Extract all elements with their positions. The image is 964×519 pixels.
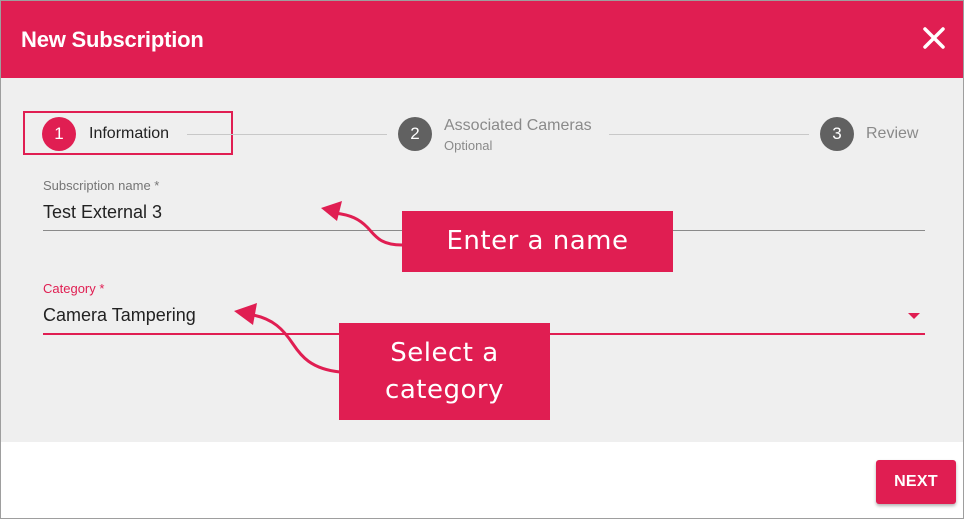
- dialog-header: New Subscription: [1, 1, 963, 78]
- subscription-name-label: Subscription name *: [43, 178, 160, 193]
- step-connector: [609, 134, 809, 135]
- close-icon[interactable]: [921, 25, 947, 51]
- category-label: Category *: [43, 281, 105, 296]
- callout-select-category: Select a category: [339, 323, 550, 420]
- step-3-label[interactable]: Review: [866, 125, 919, 142]
- callout-category-line1: Select a: [390, 338, 499, 368]
- step-3-number[interactable]: 3: [820, 117, 854, 151]
- step-2-label[interactable]: Associated Cameras: [444, 117, 592, 134]
- callout-category-line2: category: [385, 375, 504, 405]
- step-connector: [187, 134, 387, 135]
- category-select[interactable]: Camera Tampering: [43, 305, 196, 325]
- next-button[interactable]: NEXT: [876, 460, 956, 504]
- dialog-footer: [1, 442, 963, 518]
- step-2-sublabel: Optional: [444, 138, 493, 153]
- callout-enter-name: Enter a name: [402, 211, 673, 272]
- step-1-number[interactable]: 1: [42, 117, 76, 151]
- step-1-label[interactable]: Information: [89, 125, 170, 142]
- dropdown-arrow-icon[interactable]: [908, 313, 920, 319]
- subscription-name-input[interactable]: Test External 3: [43, 202, 163, 222]
- dialog-title: New Subscription: [21, 27, 204, 52]
- callout-enter-name-text: Enter a name: [446, 226, 629, 256]
- step-2-number[interactable]: 2: [398, 117, 432, 151]
- step-information-highlight: [23, 111, 233, 155]
